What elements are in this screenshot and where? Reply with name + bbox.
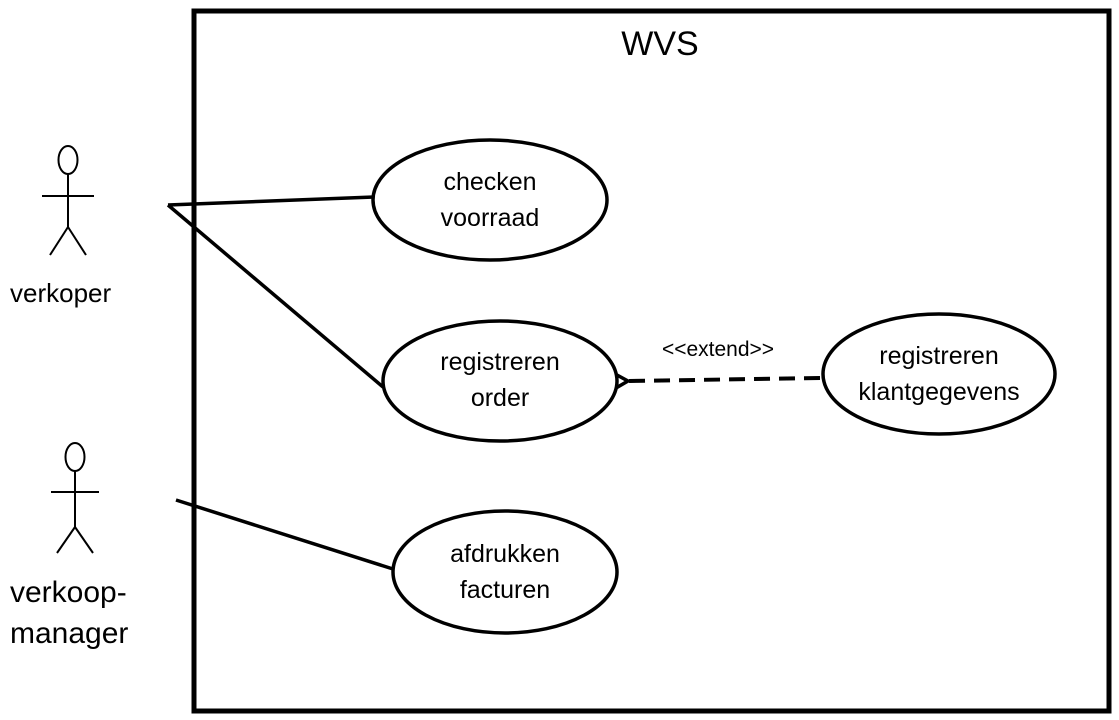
association-verkoper-checken	[167, 195, 375, 207]
use-case-checken-voorraad: checken voorraad	[371, 138, 609, 262]
use-case-label-line1: checken	[443, 168, 536, 196]
association-verkoper-registreren-order	[166, 203, 385, 389]
use-case-registreren-klantgegevens: registreren klantgegevens	[821, 312, 1057, 436]
use-case-label-line1: afdrukken	[450, 540, 560, 568]
use-case-label-line2: voorraad	[441, 204, 540, 232]
use-case-registreren-order: registreren order	[381, 319, 619, 443]
extend-arrow	[628, 378, 821, 381]
use-case-label-line2: facturen	[460, 576, 550, 604]
use-case-afdrukken-facturen: afdrukken facturen	[391, 509, 619, 635]
association-manager-afdrukken	[175, 498, 394, 571]
actor-verkoopmanager: verkoop- manager	[10, 442, 128, 650]
system-boundary	[191, 8, 1112, 714]
actor-label-verkoopmanager-line2: manager	[10, 617, 128, 650]
actor-verkoper: verkoper	[10, 145, 111, 308]
stick-figure-icon	[51, 442, 99, 554]
use-case-label-line1: registreren	[879, 342, 999, 370]
actor-label-verkoopmanager-line1: verkoop-	[10, 576, 127, 609]
system-title: WVS	[621, 25, 698, 63]
actor-label-verkoper: verkoper	[10, 278, 111, 308]
use-case-label-line2: order	[471, 384, 529, 412]
use-case-label-line1: registreren	[440, 348, 560, 376]
extend-label: <<extend>>	[662, 338, 774, 361]
stick-figure-icon	[42, 145, 94, 256]
use-case-label-line2: klantgegevens	[858, 378, 1019, 406]
